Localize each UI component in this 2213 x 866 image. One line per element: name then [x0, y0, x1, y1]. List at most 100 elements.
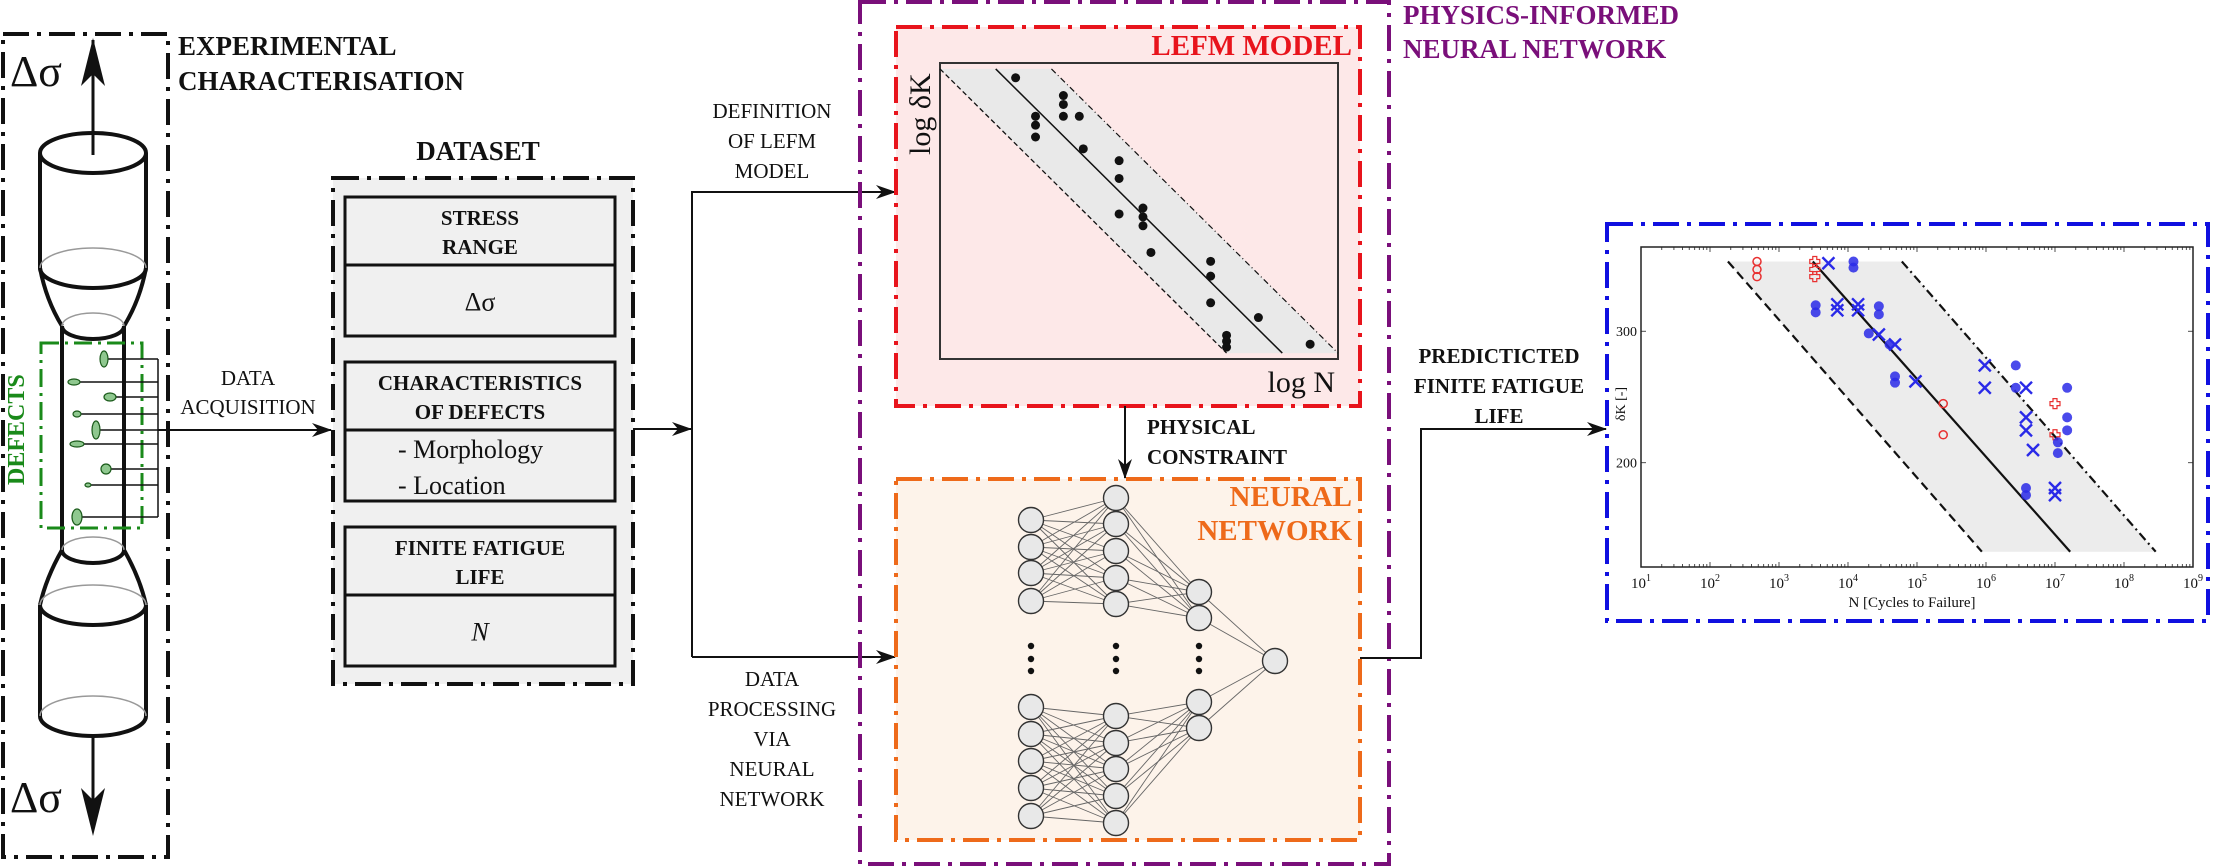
result-x-tick-label: 103 [1769, 573, 1789, 592]
nn-edge [1030, 497, 1117, 548]
lefm-data-point [1031, 111, 1041, 121]
result-marker-blue-x [2019, 380, 2033, 395]
pinn-title-line2: NEURAL NETWORK [1403, 34, 1666, 64]
lefm-data-point [1138, 203, 1148, 213]
nn-node [1017, 587, 1045, 615]
nn-edge [1030, 572, 1117, 605]
result-x-tick-label: 105 [1907, 573, 1927, 592]
predicted-life-label-line: FINITE FATIGUE [1414, 374, 1584, 398]
result-marker-blue-x [1851, 297, 1865, 312]
result-y-tick-label: 300 [1616, 325, 1637, 340]
dataset-section-value: - Morphology [398, 435, 543, 464]
result-marker-blue-x [1851, 303, 1865, 318]
defects-box [39, 341, 144, 530]
dataset-section-header: RANGE [442, 235, 518, 259]
data-processing-label-line: PROCESSING [708, 697, 836, 721]
lefm-data-point [1031, 132, 1041, 142]
lefm-plot-frame [939, 62, 1339, 360]
result-marker-blue-dot [1863, 328, 1874, 339]
dataset-section-header: FINITE FATIGUE [395, 536, 565, 560]
lefm-chart [939, 62, 1339, 360]
result-marker-blue-x [2019, 423, 2033, 438]
data-acquisition-label-line2: ACQUISITION [180, 395, 315, 419]
nn-ellipsis-dot [1195, 642, 1203, 650]
lefm-mean-line [995, 68, 1283, 354]
lefm-lower-bound-line [939, 68, 1228, 354]
nn-ellipsis-dot [1112, 667, 1120, 675]
result-marker-blue-dot [2062, 382, 2073, 393]
result-marker-blue-dot [2062, 412, 2073, 423]
lefm-data-point [1146, 247, 1156, 257]
neural-network-graph [1017, 484, 1289, 837]
physical-constraint-line2: CONSTRAINT [1147, 445, 1287, 469]
nn-edge [1115, 497, 1200, 593]
result-y-tick-label: 200 [1616, 457, 1637, 472]
result-x-tick-label: 108 [2114, 573, 2134, 592]
data-acquisition-label-line1: DATA [221, 366, 276, 390]
result-marker-blue-dot [1810, 300, 1821, 311]
nn-title-line1: NEURAL [1230, 481, 1352, 513]
nn-node [1102, 729, 1130, 757]
result-x-tick-label: 109 [2183, 573, 2203, 592]
result-marker-blue-dot [2021, 490, 2032, 501]
result-marker-red-circle [1752, 264, 1762, 275]
definition-label-line2: OF LEFM [728, 129, 816, 153]
nn-ellipsis-dot [1195, 655, 1203, 663]
lefm-data-point [1138, 212, 1148, 222]
nn-edge [1115, 701, 1200, 744]
stress-symbol-bottom: Δσ [10, 773, 62, 822]
nn-title-line2: NETWORK [1197, 515, 1352, 547]
result-x-tick-label: 102 [1700, 573, 1720, 592]
dataset-section-header: CHARACTERISTICS [378, 371, 582, 395]
arrow-down-head [81, 788, 105, 836]
predicted-life-label-line: PREDICTICTED [1418, 344, 1579, 368]
nn-node [1017, 693, 1045, 721]
nn-edge [1115, 591, 1200, 605]
nn-edge [1115, 603, 1200, 619]
result-marker-blue-x [1977, 380, 1992, 395]
nn-node [1102, 755, 1130, 783]
nn-edge [1030, 795, 1117, 817]
nn-ellipsis-dot [1027, 667, 1035, 675]
defect-ellipse-icon [103, 392, 117, 402]
result-marker-blue-x [1977, 358, 1992, 373]
nn-edge [1030, 497, 1117, 521]
result-marker-blue-dot [1884, 339, 1895, 350]
data-processing-label-line: VIA [753, 727, 791, 751]
result-marker-blue-dot [2052, 437, 2063, 448]
lefm-data-point [1031, 120, 1041, 130]
lefm-title: LEFM MODEL [1151, 30, 1352, 62]
experimental-box [1, 32, 170, 859]
arrow-up-head [81, 38, 105, 86]
nn-edge [1030, 600, 1117, 605]
nn-node [1102, 702, 1130, 730]
nn-node [1017, 774, 1045, 802]
nn-edge [1030, 715, 1117, 735]
result-marker-blue-x [1821, 256, 1836, 271]
nn-ellipsis-dot [1195, 667, 1203, 675]
nn-node [1102, 537, 1130, 565]
result-x-tick-label: 101 [1631, 573, 1651, 592]
lefm-data-point [1305, 339, 1315, 349]
lefm-data-point [1114, 209, 1124, 219]
nn-node [1102, 590, 1130, 618]
result-marker-blue-dot [2021, 483, 2032, 494]
lefm-data-point [1114, 173, 1124, 183]
nn-node [1102, 564, 1130, 592]
result-marker-blue-dot [2010, 382, 2021, 393]
nn-edge [1115, 727, 1200, 824]
nn-edge [1030, 768, 1117, 817]
defect-ellipse-icon [91, 420, 101, 440]
defect-ellipse-icon [100, 463, 112, 475]
result-marker-blue-dot [1873, 309, 1884, 320]
dataset-title: DATASET [416, 136, 540, 166]
dataset-section-value: Δσ [465, 288, 496, 317]
nn-edge [1030, 787, 1117, 824]
result-marker-red-circle [1752, 271, 1762, 282]
dataset-section-value: N [470, 618, 490, 647]
lefm-data-point [1114, 156, 1124, 166]
